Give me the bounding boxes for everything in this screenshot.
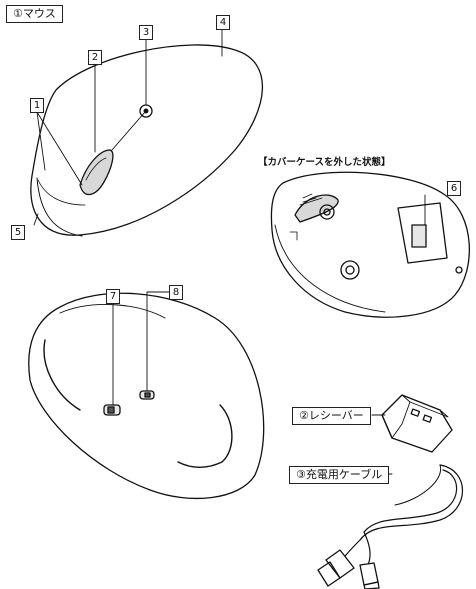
mouse-title: ①マウス	[6, 5, 63, 23]
mouse-cover-off-view	[270, 171, 470, 318]
receiver-title: ②レシーバー	[292, 407, 371, 425]
receiver-drawing	[371, 394, 453, 453]
callout-5: 5	[11, 225, 25, 240]
cable-title: ③充電用ケーブル	[289, 466, 390, 484]
mouse-top-view	[30, 27, 264, 237]
mouse-bottom-view	[28, 289, 265, 499]
callout-1: 1	[30, 98, 44, 113]
callout-3: 3	[139, 25, 153, 40]
callout-4: 4	[216, 15, 230, 30]
callout-2: 2	[88, 50, 102, 65]
callout-7: 7	[106, 289, 120, 304]
callout-6: 6	[447, 181, 461, 196]
callout-8: 8	[169, 285, 183, 300]
cover-off-caption: 【カバーケースを外した状態】	[258, 157, 391, 168]
charging-cable-drawing	[317, 464, 463, 589]
